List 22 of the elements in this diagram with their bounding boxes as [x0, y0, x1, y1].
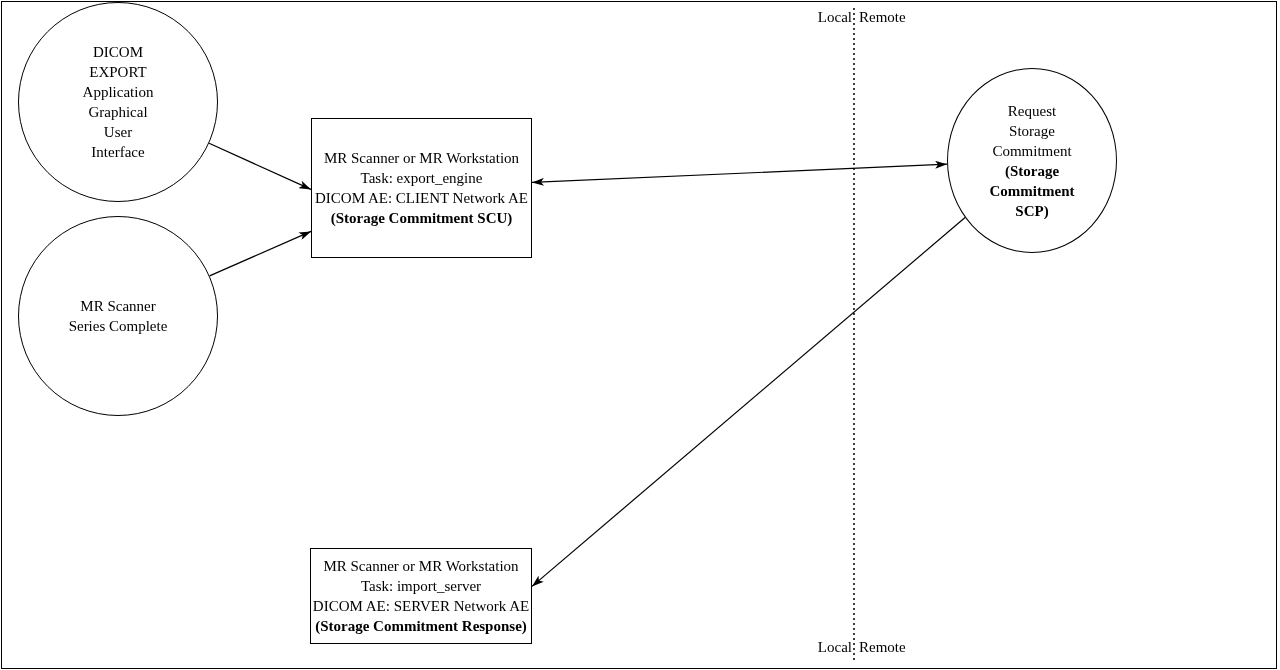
node-text: MR Scanner Series Complete	[67, 297, 169, 336]
process-box	[310, 548, 532, 644]
node-text: MR Scanner or MR Workstation	[323, 149, 520, 168]
node-text: (Storage Commitment SCU)	[330, 209, 513, 228]
region-label: Remote	[859, 8, 906, 26]
arrow	[531, 160, 948, 186]
region-label: Local	[817, 638, 852, 656]
arrow	[531, 216, 966, 587]
process-box	[311, 118, 532, 258]
node-text: MR Scanner or MR Workstation	[323, 557, 519, 576]
node-text: Task: export_engine	[360, 169, 483, 188]
node-text: (Storage Commitment SCP)	[988, 161, 1076, 221]
node-text: DICOM AE: SERVER Network AE	[312, 597, 530, 616]
region-label: Remote	[859, 638, 906, 656]
arrow	[209, 230, 312, 277]
node-text: Task: import_server	[360, 577, 482, 596]
node-text: Request Storage Commitment	[991, 101, 1073, 161]
node-text: DICOM AE: CLIENT Network AE	[314, 189, 528, 208]
region-label: Local	[817, 8, 852, 26]
node-text: (Storage Commitment Response)	[315, 617, 527, 636]
node-text: DICOM EXPORT Application Graphical User Interface	[81, 43, 155, 162]
arrow	[208, 142, 312, 190]
